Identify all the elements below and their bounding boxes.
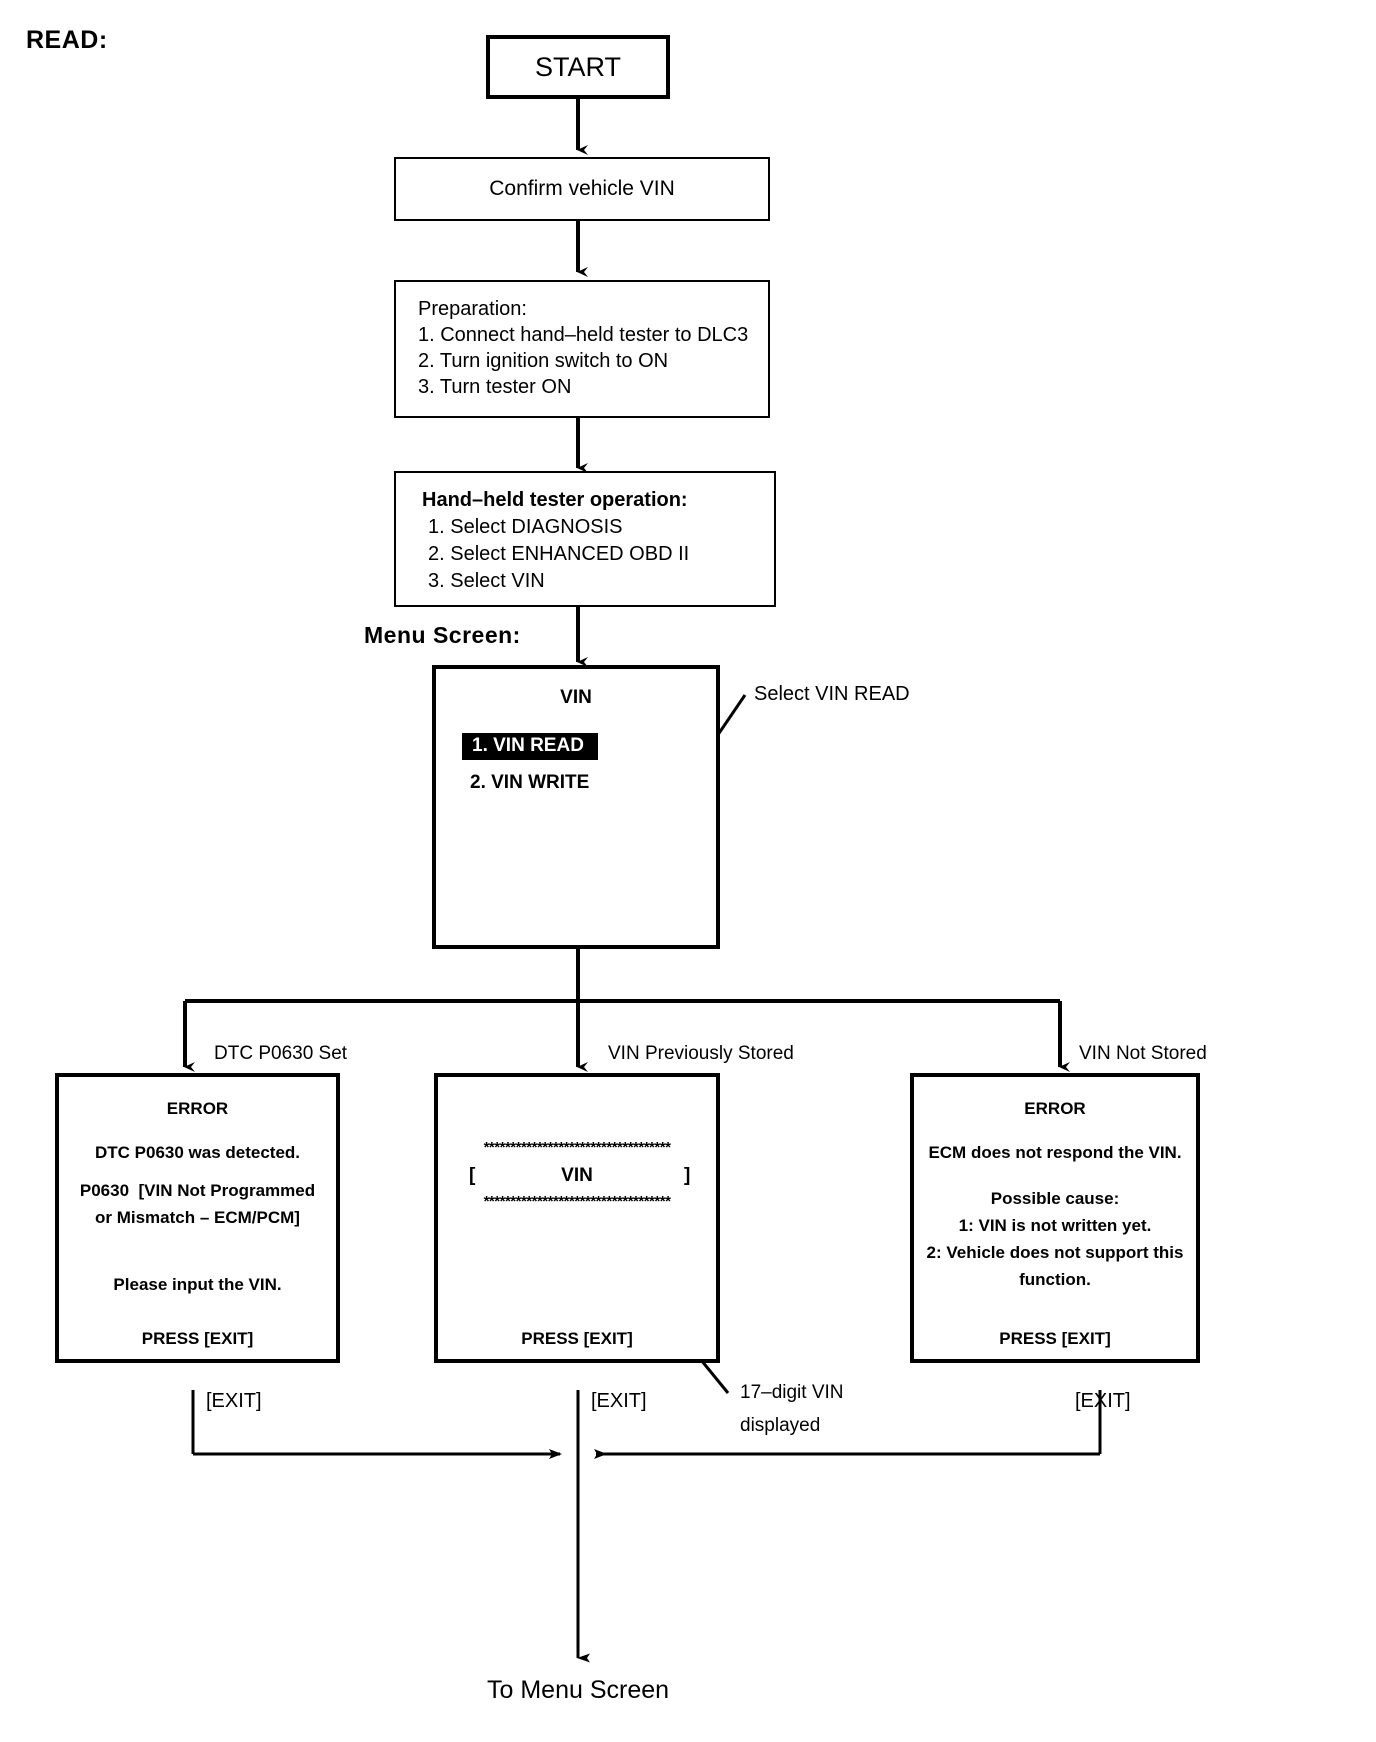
- vin-stored-bracket-open: [: [469, 1165, 476, 1186]
- node-confirm-vin: Confirm vehicle VIN: [394, 157, 770, 221]
- menu-screen-caption: Menu Screen:: [364, 622, 521, 648]
- vin-stored-vin-text: VIN: [561, 1165, 593, 1186]
- menu-item-vin-read[interactable]: 1. VIN READ: [462, 733, 598, 760]
- vin-stored-stars-top: ***********************************: [483, 1139, 671, 1156]
- error-no-vin-line-1: ECM does not respond the VIN.: [928, 1143, 1182, 1162]
- error-no-vin-heading: ERROR: [1024, 1099, 1086, 1118]
- vin-stored-footer: PRESS [EXIT]: [521, 1329, 633, 1348]
- page-title: READ:: [26, 26, 108, 54]
- node-vin-stored-screen: *********************************** [ VI…: [434, 1073, 720, 1363]
- vin-stored-stars-bottom: ***********************************: [483, 1193, 671, 1210]
- node-tester-operation: Hand–held tester operation: 1. Select DI…: [394, 471, 776, 607]
- error-dtc-line-4: Please input the VIN.: [113, 1275, 282, 1294]
- error-no-vin-line-2: Possible cause:: [990, 1189, 1120, 1208]
- exit-label-middle: [EXIT]: [591, 1390, 647, 1412]
- error-no-vin-line-5: function.: [1019, 1270, 1091, 1289]
- callout-17-digit-vin-line2: displayed: [740, 1415, 821, 1436]
- node-preparation-step-1: 1. Connect hand–held tester to DLC3: [418, 324, 749, 346]
- node-start: START: [486, 35, 670, 99]
- node-preparation-step-2: 2. Turn ignition switch to ON: [418, 350, 669, 372]
- menu-item-vin-write[interactable]: 2. VIN WRITE: [470, 772, 590, 793]
- exit-label-left: [EXIT]: [206, 1390, 262, 1412]
- node-end-label: To Menu Screen: [487, 1676, 670, 1704]
- node-tester-operation-step-2: 2. Select ENHANCED OBD II: [428, 543, 690, 565]
- node-menu-screen: VIN 1. VIN READ 2. VIN WRITE: [432, 665, 720, 949]
- node-tester-operation-step-1: 1. Select DIAGNOSIS: [428, 516, 623, 538]
- error-no-vin-footer: PRESS [EXIT]: [999, 1329, 1111, 1348]
- node-start-label: START: [534, 51, 621, 82]
- node-preparation-heading: Preparation:: [418, 298, 527, 320]
- vin-stored-bracket-close: ]: [684, 1165, 691, 1186]
- error-dtc-heading: ERROR: [166, 1099, 229, 1118]
- error-dtc-line-1: DTC P0630 was detected.: [94, 1143, 301, 1162]
- node-tester-operation-heading: Hand–held tester operation:: [422, 489, 688, 511]
- error-no-vin-line-3: 1: VIN is not written yet.: [958, 1216, 1152, 1235]
- node-error-no-vin-screen: ERROR ECM does not respond the VIN. Poss…: [910, 1073, 1200, 1363]
- branch-label-middle: VIN Previously Stored: [608, 1043, 794, 1064]
- error-dtc-line-3: or Mismatch – ECM/PCM]: [95, 1208, 300, 1227]
- menu-screen-title: VIN: [560, 687, 592, 708]
- node-preparation-step-3: 3. Turn tester ON: [418, 376, 572, 398]
- exit-label-right: [EXIT]: [1075, 1390, 1131, 1412]
- node-confirm-vin-label: Confirm vehicle VIN: [489, 177, 675, 200]
- callout-17-digit-vin-line1: 17–digit VIN: [740, 1382, 844, 1403]
- error-dtc-line-2: P0630 [VIN Not Programmed: [79, 1181, 316, 1200]
- branch-label-left: DTC P0630 Set: [214, 1043, 348, 1064]
- error-dtc-footer: PRESS [EXIT]: [141, 1329, 254, 1348]
- node-tester-operation-step-3: 3. Select VIN: [428, 570, 545, 592]
- node-preparation: Preparation: 1. Connect hand–held tester…: [394, 280, 770, 418]
- callout-select-vin-read: Select VIN READ: [754, 683, 910, 705]
- branch-label-right: VIN Not Stored: [1079, 1043, 1207, 1064]
- node-error-dtc-screen: ERROR DTC P0630 was detected. P0630 [VIN…: [55, 1073, 340, 1363]
- error-no-vin-line-4: 2: Vehicle does not support this: [926, 1243, 1184, 1262]
